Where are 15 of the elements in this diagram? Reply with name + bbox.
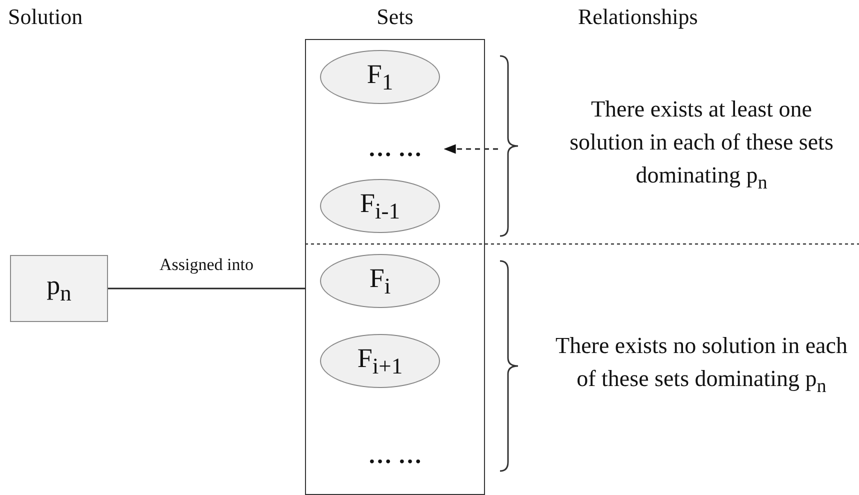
edge-label: Assigned into xyxy=(158,254,254,274)
relationship-text: There exists at least one solution in each of these sets dominating p$_{n}$ xyxy=(568,96,834,196)
column-heading: Relationships xyxy=(578,4,698,30)
solution-box: p$_{n}$ xyxy=(10,255,108,322)
column-heading: Sets xyxy=(376,4,414,30)
set-ellipse: F$_{1}$ xyxy=(320,50,440,104)
set-ellipse: F$_{i+1}$ xyxy=(320,334,440,388)
ellipsis-text: … … xyxy=(345,132,445,166)
connector-line xyxy=(108,288,305,290)
arrow xyxy=(444,144,498,154)
relationship-text: There exists no solution in each of these sets dominating p$_{n}$ xyxy=(554,332,848,399)
ellipsis-text: … … xyxy=(345,439,445,473)
set-ellipse: F$_{i}$ xyxy=(320,254,440,308)
column-heading: Solution xyxy=(8,4,83,30)
set-ellipse: F$_{i-1}$ xyxy=(320,179,440,233)
